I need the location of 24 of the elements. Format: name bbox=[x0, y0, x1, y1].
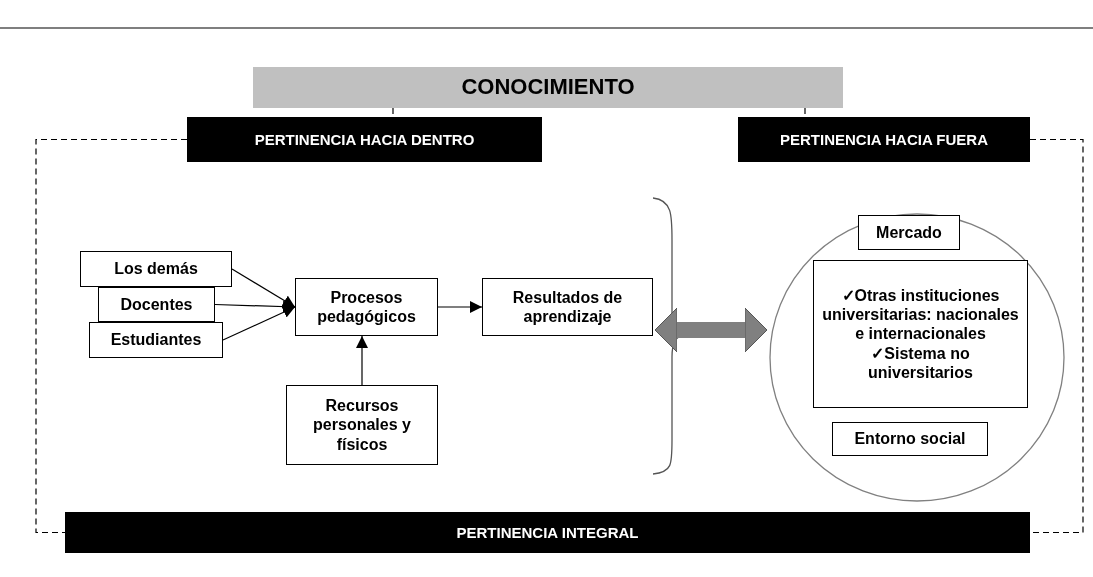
text-box: Docentes bbox=[98, 287, 215, 322]
text-box bbox=[813, 260, 1028, 408]
header-bar: PERTINENCIA INTEGRAL bbox=[65, 512, 1030, 553]
text-box: Resultados de aprendizaje bbox=[482, 278, 653, 336]
text-box: Entorno social bbox=[832, 422, 988, 456]
arrow bbox=[222, 306, 296, 341]
text-box: Los demás bbox=[80, 251, 232, 287]
text-box: Recursos personales y físicos bbox=[286, 385, 438, 465]
arrow bbox=[356, 335, 368, 386]
box-text: ✓Sistema no universitarios bbox=[867, 343, 974, 382]
text-box: Estudiantes bbox=[89, 322, 223, 358]
header-bar: PERTINENCIA HACIA FUERA bbox=[738, 117, 1030, 162]
arrow bbox=[214, 300, 296, 313]
text-box: Mercado bbox=[858, 215, 960, 250]
arrow bbox=[231, 268, 296, 308]
header-bar: PERTINENCIA HACIA DENTRO bbox=[187, 117, 542, 162]
double-arrow bbox=[654, 307, 768, 353]
text-box: Procesos pedagógicos bbox=[295, 278, 438, 336]
arrow bbox=[437, 301, 483, 313]
dashed-connector bbox=[1029, 138, 1084, 534]
box-text: ✓Otras instituciones universitarias: nacionales e internacionales bbox=[821, 286, 1020, 344]
ellipse bbox=[769, 213, 1065, 502]
dashed-connector bbox=[35, 138, 188, 534]
title-banner: CONOCIMIENTO bbox=[253, 67, 843, 108]
